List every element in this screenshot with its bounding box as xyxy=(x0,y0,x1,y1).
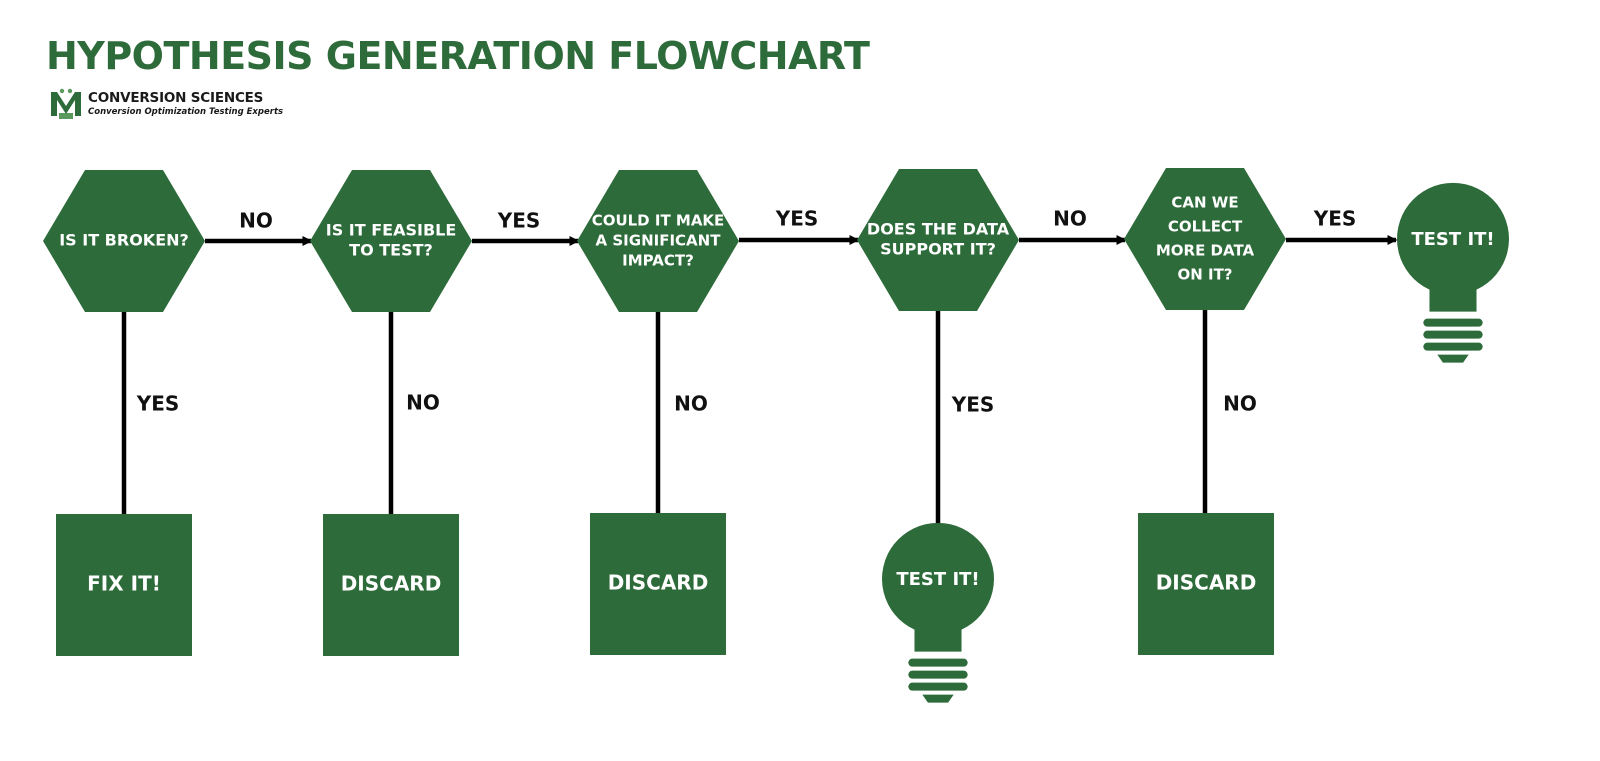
node-q3-hexagon: COULD IT MAKE A SIGNIFICANT IMPACT? xyxy=(577,170,739,312)
node-r1-line: FIX IT! xyxy=(87,572,161,596)
node-r3-square: DISCARD xyxy=(590,513,726,655)
node-r2-line: DISCARD xyxy=(341,572,442,596)
node-q5-line: COLLECT xyxy=(1168,218,1243,236)
edge-label-q5-r5: NO xyxy=(1223,392,1257,416)
decision-hexagon xyxy=(43,170,205,312)
page-title: Hypothesis Generation Flowchart xyxy=(46,34,870,78)
node-q2-line: IS IT FEASIBLE xyxy=(326,221,457,240)
lightbulb-base-ring xyxy=(1423,342,1483,351)
lightbulb-icon xyxy=(1397,182,1509,312)
outcome-box xyxy=(590,513,726,655)
outcome-box xyxy=(1138,513,1274,655)
node-q3-line: COULD IT MAKE xyxy=(592,212,725,230)
logo-name: CONVERSION SCIENCES xyxy=(88,90,264,106)
decision-hexagon xyxy=(857,169,1019,311)
node-r3-line: DISCARD xyxy=(608,571,709,595)
edge-label-q4-r4: YES xyxy=(951,393,995,417)
edge-label-q4-q5: NO xyxy=(1053,207,1087,231)
edge-label-q3-q4: YES xyxy=(775,207,819,231)
decision-hexagon xyxy=(577,170,739,312)
node-r4-line: TEST IT! xyxy=(896,569,979,590)
lightbulb-base-ring xyxy=(1423,318,1483,327)
node-r4-bulb: TEST IT! xyxy=(882,522,994,703)
node-q3-line: IMPACT? xyxy=(622,252,694,270)
node-r6-line: TEST IT! xyxy=(1411,229,1494,250)
node-q4-line: SUPPORT IT? xyxy=(880,240,996,259)
logo-mark-icon xyxy=(51,88,81,119)
node-r5-line: DISCARD xyxy=(1156,571,1257,595)
node-r1-square: FIX IT! xyxy=(56,514,192,656)
node-q3-line: A SIGNIFICANT xyxy=(596,232,722,250)
node-r2-square: DISCARD xyxy=(323,514,459,656)
edge-label-q1-r1: YES xyxy=(136,392,180,416)
node-q4-line: DOES THE DATA xyxy=(867,220,1010,239)
lightbulb-base-ring xyxy=(908,682,968,691)
node-q5-line: CAN WE xyxy=(1171,194,1238,212)
node-r6-bulb: TEST IT! xyxy=(1397,182,1509,363)
lightbulb-icon xyxy=(882,522,994,652)
outcome-box xyxy=(56,514,192,656)
edge-label-q5-r6: YES xyxy=(1313,207,1357,231)
outcome-box xyxy=(323,514,459,656)
node-r5-square: DISCARD xyxy=(1138,513,1274,655)
edge-label-q1-q2: NO xyxy=(239,209,273,233)
lightbulb-base-ring xyxy=(908,670,968,679)
edge-label-q3-r3: NO xyxy=(674,392,708,416)
lightbulb-base-ring xyxy=(1423,330,1483,339)
lightbulb-base-ring xyxy=(908,658,968,667)
node-q5-line: ON IT? xyxy=(1177,266,1232,284)
lightbulb-tip xyxy=(1437,354,1469,363)
node-q5-line: MORE DATA xyxy=(1156,242,1255,260)
node-q5-hexagon: CAN WE COLLECT MORE DATA ON IT? xyxy=(1124,168,1286,310)
logo-tagline: Conversion Optimization Testing Experts xyxy=(88,107,284,117)
node-q1-line: IS IT BROKEN? xyxy=(59,231,189,250)
edge-label-q2-q3: YES xyxy=(497,209,541,233)
decision-hexagon xyxy=(1124,168,1286,310)
edge-label-q2-r2: NO xyxy=(406,391,440,415)
node-q1-hexagon: IS IT BROKEN? xyxy=(43,170,205,312)
company-logo: CONVERSION SCIENCES Conversion Optimizat… xyxy=(48,86,283,122)
decision-hexagon xyxy=(310,170,472,312)
lightbulb-tip xyxy=(922,694,954,703)
node-q2-line: TO TEST? xyxy=(349,241,433,260)
